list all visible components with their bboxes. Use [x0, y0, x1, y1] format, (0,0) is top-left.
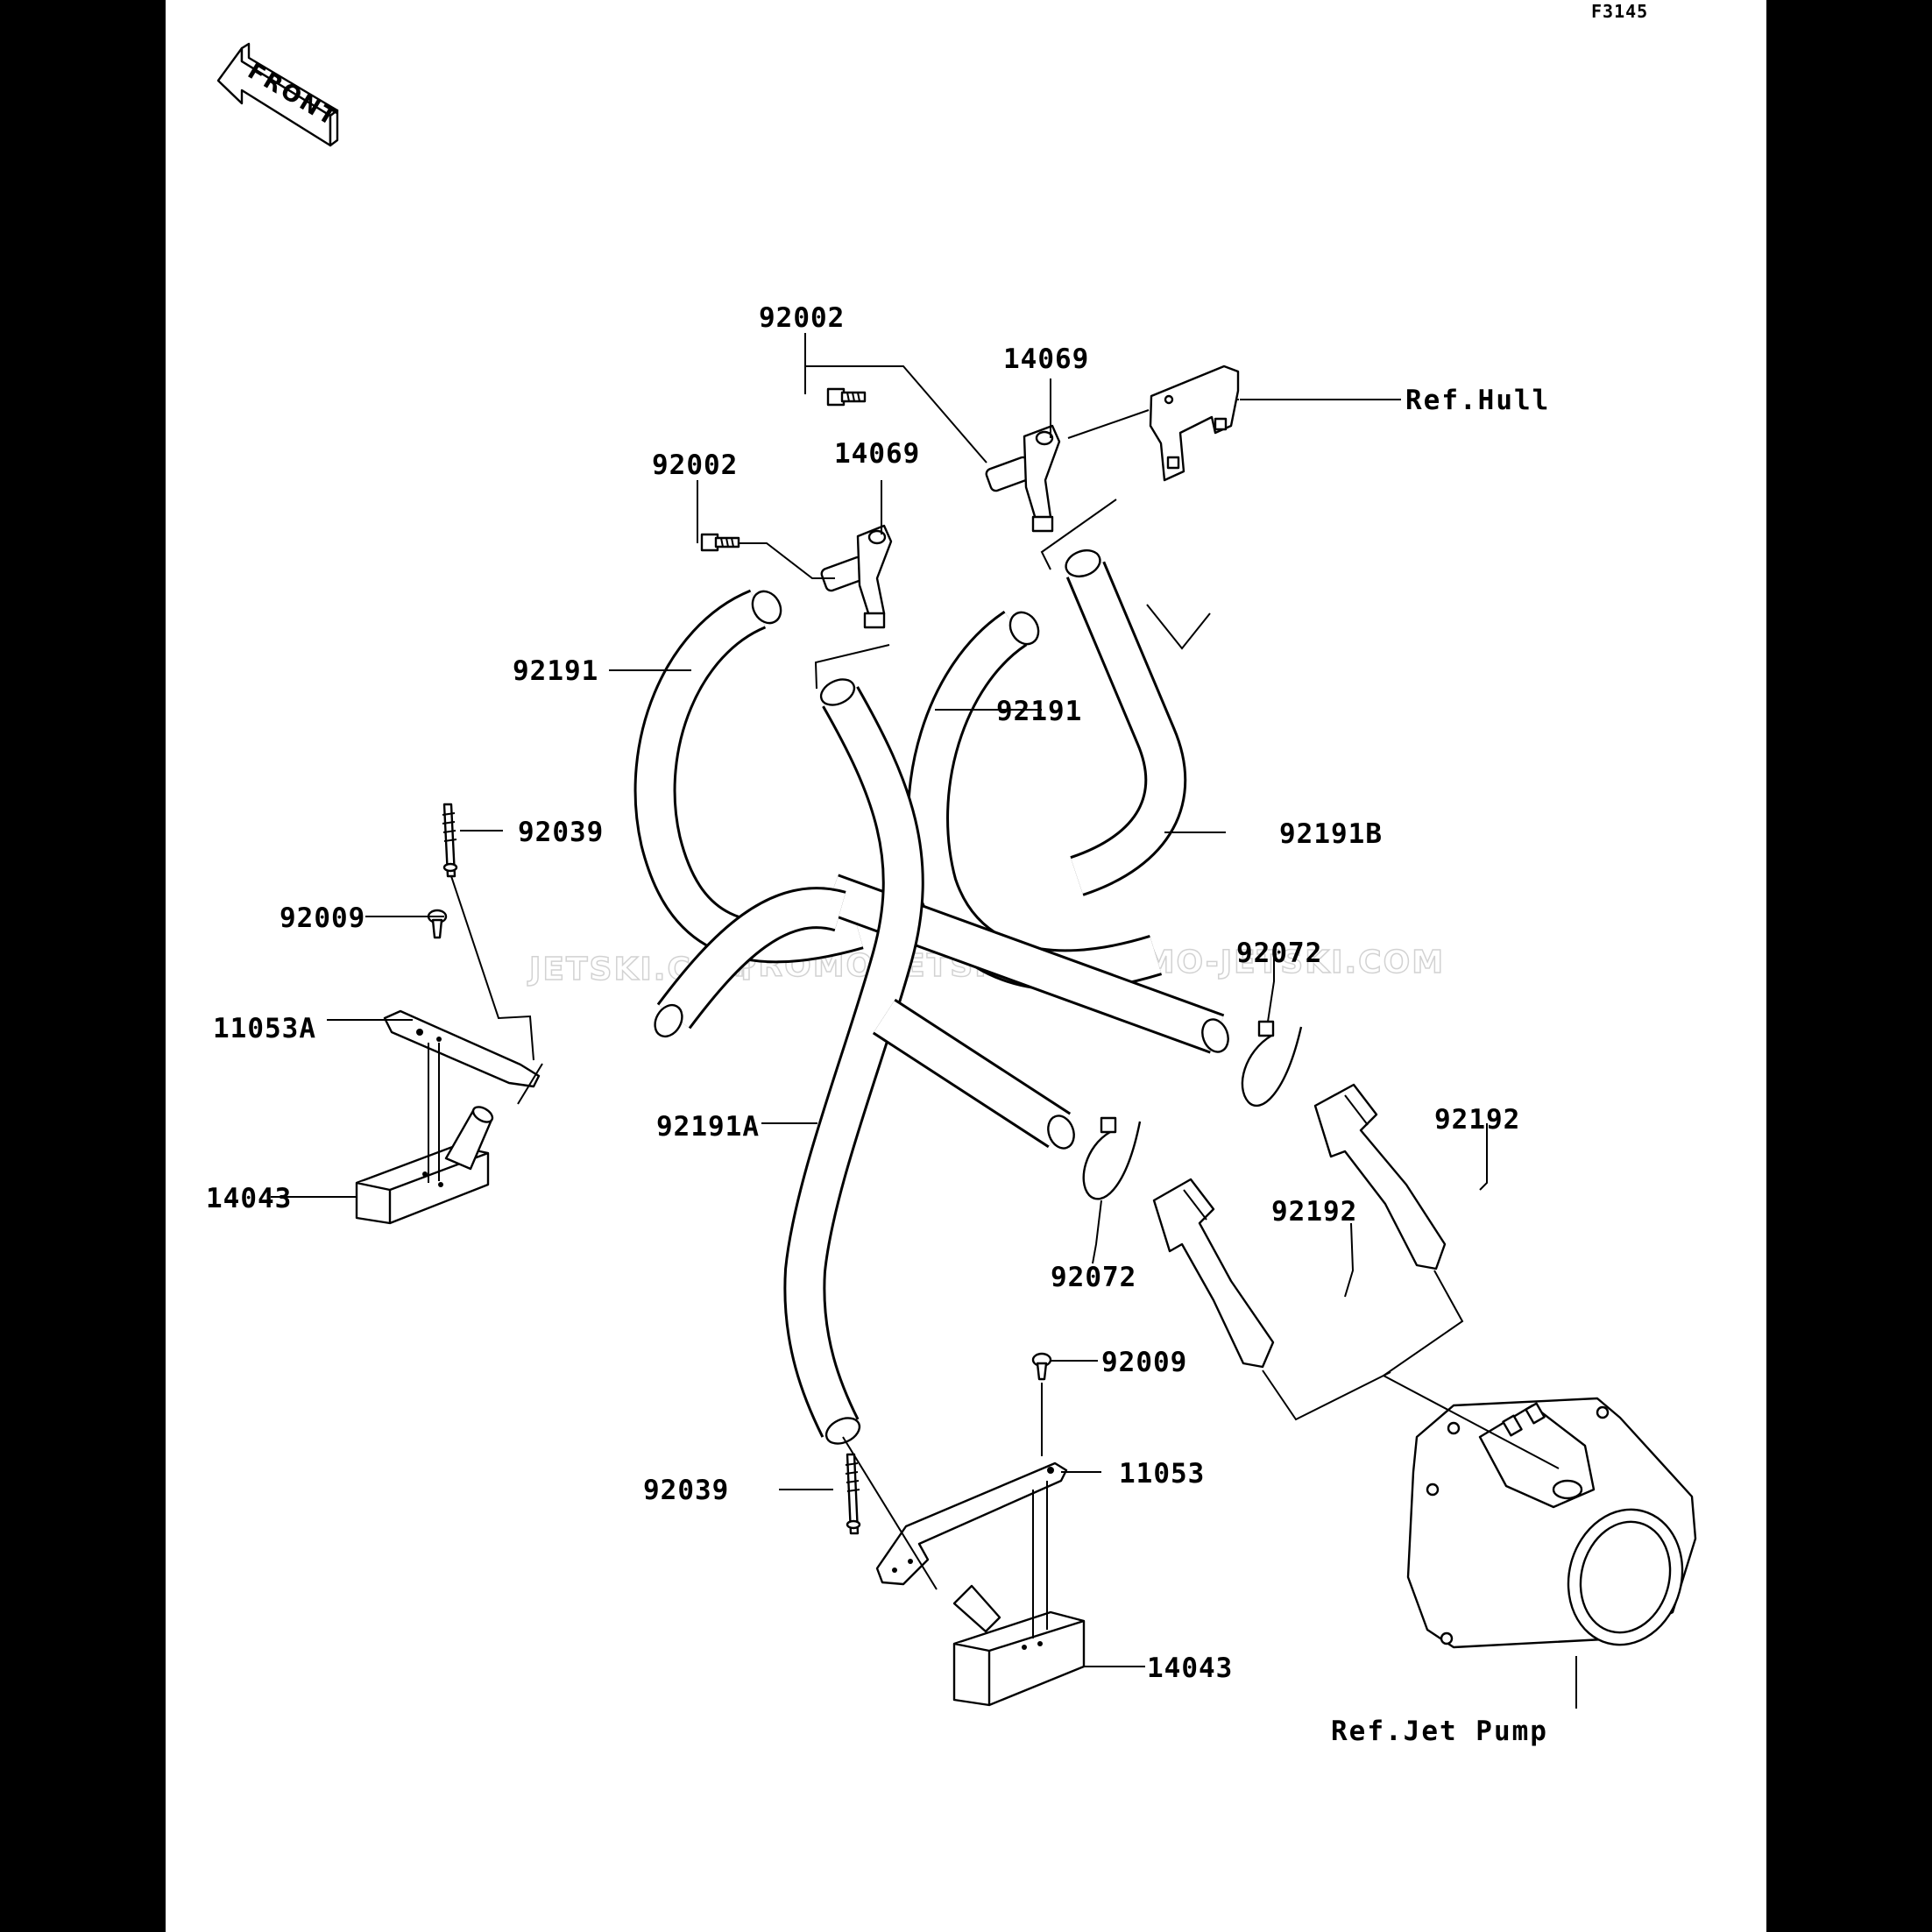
label-92072-lower: 92072 [1051, 1262, 1136, 1293]
label-92191-left: 92191 [513, 655, 598, 687]
bracket-11053A [383, 1009, 541, 1088]
label-ref-hull: Ref.Hull [1405, 385, 1550, 416]
label-92192-left: 92192 [1271, 1196, 1357, 1228]
strainer-14043-right [952, 1584, 1086, 1707]
label-92072-upper: 92072 [1236, 938, 1322, 969]
diagram-sheet: F3145 FRONT JETSKI.COM PROMO-JETSKI.COM … [166, 0, 1766, 1932]
rivet-92039-lower [845, 1453, 861, 1535]
clamp-92072-lower [1082, 1116, 1142, 1200]
fitting-14069-upper [985, 424, 1061, 533]
strainer-14043-left [355, 1106, 494, 1225]
hose-92191A [783, 678, 924, 1445]
label-92191-mid: 92191 [996, 696, 1082, 727]
bracket-11053 [875, 1461, 1068, 1586]
rivet-92039-upper [442, 803, 458, 878]
label-11053: 11053 [1119, 1458, 1205, 1490]
label-92002-upper: 92002 [759, 302, 845, 334]
leader-lines [271, 333, 1577, 1709]
label-92191B: 92191B [1279, 818, 1383, 850]
label-92039-upper: 92039 [518, 817, 604, 848]
label-92191A: 92191A [656, 1111, 760, 1143]
front-arrow-icon: FRONT [216, 42, 343, 147]
label-92039-lower: 92039 [643, 1475, 729, 1506]
fitting-14069-lower [820, 524, 893, 629]
label-14043-left: 14043 [206, 1183, 292, 1214]
label-92002-lower: 92002 [652, 449, 738, 481]
hose-lower-feed [872, 998, 1075, 1150]
screw-92009-lower [1031, 1352, 1052, 1381]
label-14069-upper: 14069 [1003, 343, 1089, 375]
parts-diagram: F3145 FRONT JETSKI.COM PROMO-JETSKI.COM … [206, 1, 1697, 1747]
label-92009-upper: 92009 [280, 902, 365, 934]
label-14043-right: 14043 [1147, 1652, 1233, 1684]
screw-92009-upper [427, 909, 448, 939]
hose-92192-right [1313, 1083, 1447, 1270]
label-ref-jet-pump: Ref.Jet Pump [1331, 1716, 1548, 1747]
bolt-92002-upper [826, 387, 867, 407]
clamp-92072-upper [1241, 1020, 1303, 1108]
hose-92192-left [1152, 1178, 1275, 1369]
label-92192-right: 92192 [1434, 1104, 1520, 1136]
jet-pump [1406, 1397, 1697, 1649]
bolt-92002-lower [700, 533, 740, 552]
label-11053A: 11053A [213, 1013, 316, 1044]
hull-bracket [1149, 364, 1240, 482]
figure-code: F3145 [1591, 1, 1648, 22]
label-92009-lower: 92009 [1101, 1347, 1187, 1378]
hose-left-feed [654, 887, 846, 1038]
label-14069-lower: 14069 [834, 438, 920, 470]
callout-labels: 92002 14069 Ref.Hull 92002 14069 92191 9… [206, 302, 1550, 1747]
